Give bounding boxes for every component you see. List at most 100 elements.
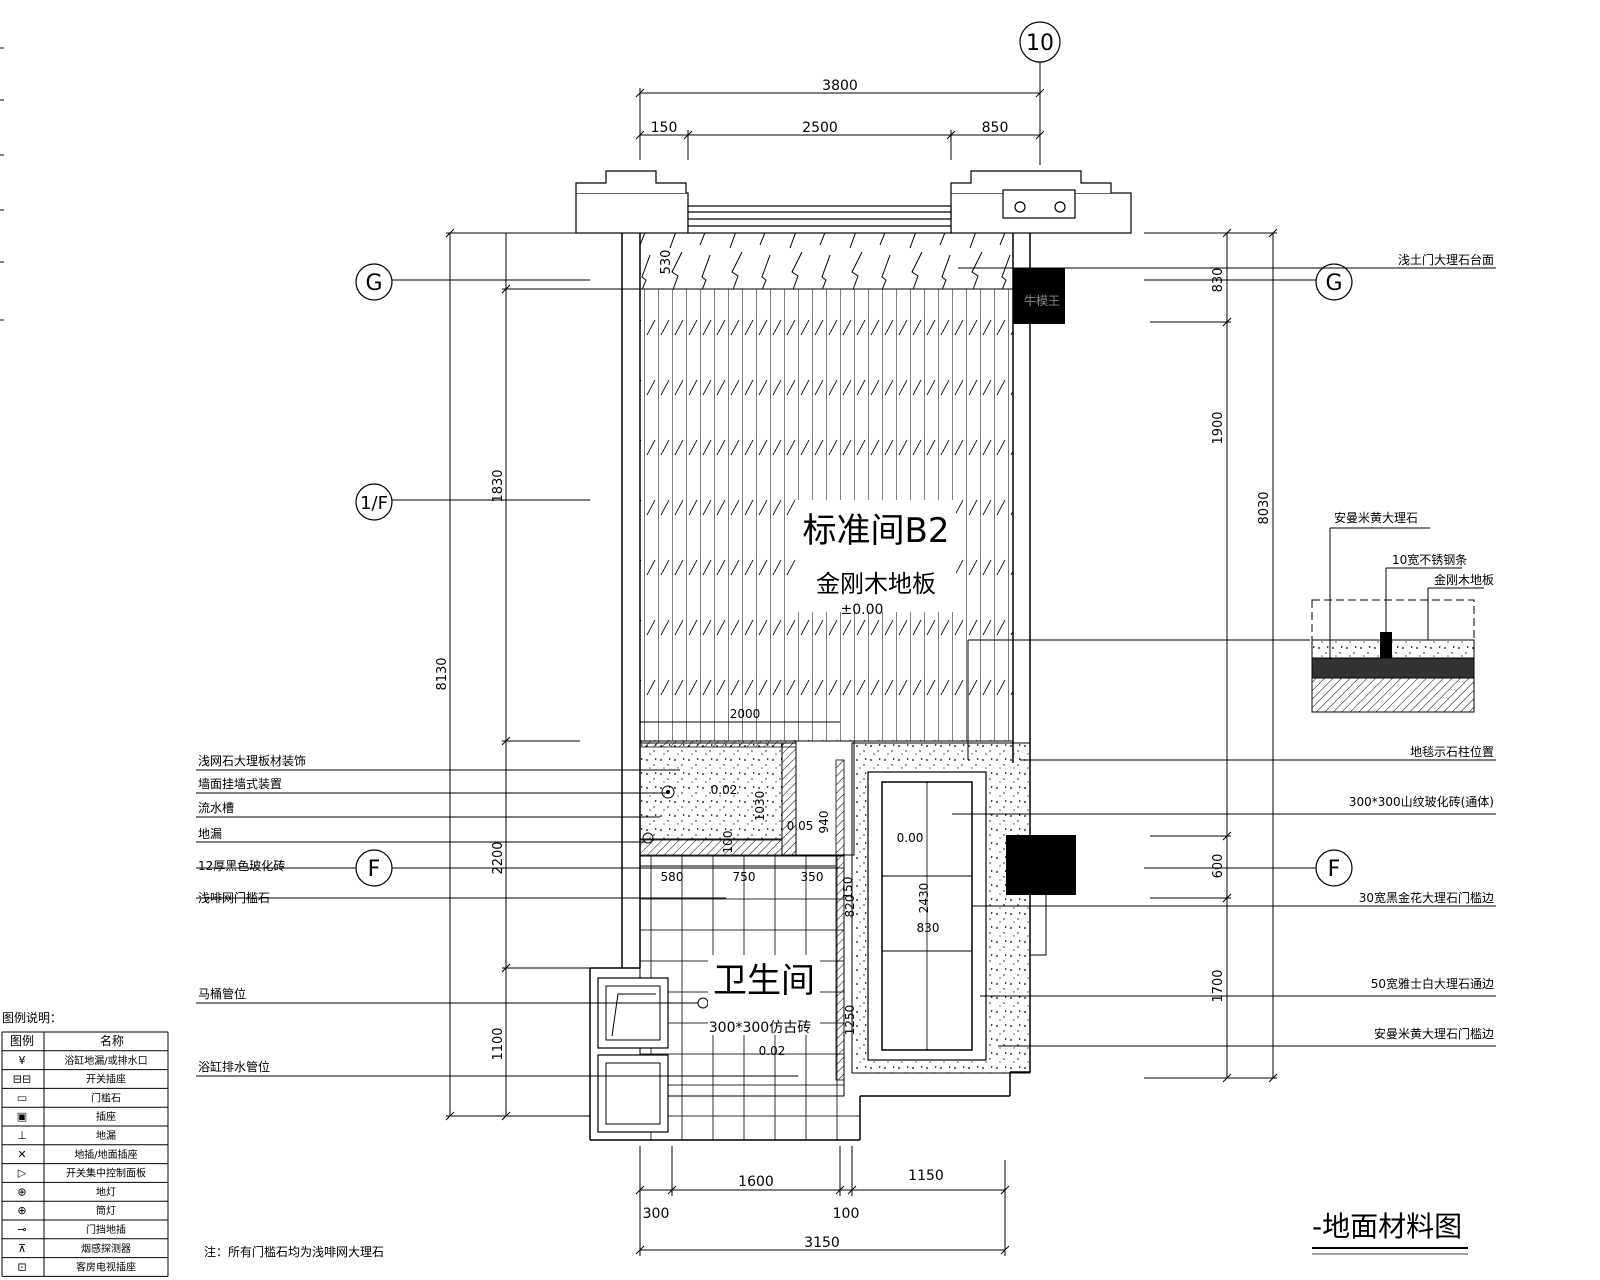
dim-left-c: 2200 — [491, 841, 506, 874]
threshold-icon: ▭ — [17, 1091, 27, 1104]
detail-label-b: 10宽不锈钢条 — [1392, 552, 1467, 567]
axis-10-label: 10 — [1026, 31, 1054, 56]
wash-level: 0.02 — [711, 783, 738, 797]
detail-label-c: 金刚木地板 — [1434, 572, 1494, 587]
socket-icon: ▣ — [17, 1110, 27, 1123]
axis-f-left: F — [355, 849, 393, 887]
dim-inner-830: 830 — [917, 921, 940, 935]
dim-right-total: 8030 — [1257, 491, 1272, 524]
lamp-icon: ⊕ — [17, 1204, 26, 1217]
room-main-level: ±0.00 — [841, 602, 884, 618]
door-stop-icon: ⊸ — [17, 1223, 26, 1236]
detail-label-a: 安曼米黄大理石 — [1334, 510, 1418, 525]
legend-item-name: 烟感探测器 — [81, 1242, 131, 1255]
room-main-floor: 金刚木地板 — [816, 570, 936, 598]
dim-inner-750: 750 — [733, 870, 756, 884]
window-sill-marble — [639, 232, 1014, 290]
dim-top-c: 850 — [982, 120, 1009, 136]
right-callout-lines — [952, 267, 1496, 1047]
callout-right-6: 安曼米黄大理石门槛边 — [1374, 1026, 1494, 1041]
axis-g-left: G — [355, 263, 590, 301]
callout-right-2: 地毯示石柱位置 — [1410, 744, 1494, 759]
dim-left-b: 1830 — [491, 469, 506, 502]
dim-left-total: 8130 — [435, 657, 450, 690]
dim-inner-580: 580 — [661, 870, 684, 884]
legend-item-name: 地插/地面插座 — [74, 1148, 137, 1161]
bottom-dimensions — [635, 1146, 1010, 1256]
callout-left-7: 马桶管位 — [198, 986, 246, 1001]
drain-icon: ⊥ — [17, 1129, 27, 1142]
dim-inner-1250: 1250 — [843, 1005, 857, 1036]
smoke-detector-icon: ⊼ — [18, 1242, 26, 1255]
dim-top-a: 150 — [651, 120, 678, 136]
axis-f-right: F — [1144, 849, 1353, 887]
dim-inner-150: 150 — [841, 877, 855, 900]
room-main-name: 标准间B2 — [803, 511, 950, 551]
callout-left-4: 地漏 — [198, 827, 222, 841]
dim-inner-100: 100 — [721, 831, 735, 854]
legend-item-name: 浴缸地漏/或排水口 — [64, 1054, 147, 1067]
callout-right-5: 50宽雅士白大理石通边 — [1371, 976, 1494, 991]
threshold-detail — [1311, 527, 1484, 713]
callout-right-3: 300*300山纹玻化砖(通体) — [1349, 794, 1494, 809]
window-facade — [575, 170, 1132, 234]
legend-item-name: 门挡地插 — [86, 1223, 126, 1236]
dim-bottom-total: 3150 — [804, 1235, 840, 1251]
axis-f-right-label: F — [1328, 857, 1341, 882]
legend-title: 图例说明： — [2, 1010, 62, 1025]
legend-header-name: 名称 — [100, 1033, 124, 1048]
dim-inner-2430: 2430 — [917, 883, 931, 914]
callout-left-8: 浴缸排水管位 — [198, 1059, 270, 1074]
callout-left-2: 墙面挂墙式装置 — [198, 777, 282, 791]
dim-inner-820: 820 — [843, 895, 857, 918]
legend: 图例说明： 图例 名称 ¥浴缸地漏/或排水口⊟⊟开关插座▭门槛石▣插座⊥地漏✕地… — [1, 1010, 169, 1277]
top-dimensions — [635, 88, 1045, 160]
callout-right-1: 浅土门大理石台面 — [1398, 252, 1494, 267]
right-dimensions — [1144, 228, 1278, 1083]
legend-item-name: 客房电视插座 — [76, 1261, 136, 1274]
column-top — [1013, 268, 1065, 324]
dim-right-c: 600 — [1211, 854, 1226, 879]
dim-inner-2000: 2000 — [730, 707, 761, 721]
axis-f-half: 1/F — [355, 483, 590, 521]
left-callout-lines — [196, 769, 838, 1077]
room-bath-floor: 300*300仿古砖 — [709, 1020, 811, 1036]
callout-left-1: 浅网石大理板材装饰 — [198, 754, 306, 768]
panel-icon: ▷ — [18, 1167, 27, 1180]
bath-level: 0.02 — [759, 1044, 786, 1058]
drawing-title: -地面材料图 — [1312, 1210, 1462, 1243]
left-dimensions — [445, 228, 640, 1121]
drawing-note: 注：所有门槛石均为浅啡网大理石 — [204, 1244, 384, 1259]
floor-drain-icon: ¥ — [19, 1054, 26, 1067]
legend-item-name: 插座 — [96, 1110, 116, 1123]
margin-ticks — [0, 47, 4, 321]
toilet — [597, 977, 669, 1049]
axis-10: 10 — [1019, 21, 1061, 165]
floor-socket-icon: ✕ — [17, 1148, 26, 1161]
callout-right-4: 30宽黑金花大理石门槛边 — [1359, 890, 1494, 905]
watermark: 牛模王 — [1024, 293, 1060, 308]
legend-header-icon: 图例 — [10, 1034, 34, 1048]
callout-left-6: 浅啡网门槛石 — [198, 890, 270, 905]
dim-left-d: 1100 — [491, 1027, 506, 1060]
dim-left-a: 530 — [659, 250, 674, 275]
callout-left-5: 12厚黑色玻化砖 — [198, 858, 285, 873]
axis-f-half-label: 1/F — [360, 493, 388, 514]
dim-top-b: 2500 — [802, 120, 838, 136]
callout-left-3: 流水槽 — [198, 801, 234, 815]
legend-item-name: 门槛石 — [91, 1091, 121, 1104]
tv-icon: ⊡ — [17, 1261, 26, 1274]
axis-g-right-label: G — [1325, 271, 1342, 296]
legend-item-name: 筒灯 — [96, 1204, 116, 1217]
dim-bottom-d: 1150 — [908, 1168, 944, 1184]
legend-item-name: 开关插座 — [86, 1073, 126, 1086]
dim-right-a: 830 — [1211, 268, 1226, 293]
dim-right-d: 1700 — [1211, 969, 1226, 1002]
dim-bottom-b: 1600 — [738, 1174, 774, 1190]
dim-inner-1030: 1030 — [753, 791, 767, 822]
double-outlet-icon: ⊟⊟ — [13, 1073, 31, 1086]
axis-f-left-label: F — [368, 857, 381, 882]
dim-inner-940: 940 — [817, 811, 831, 834]
dim-bottom-a: 300 — [643, 1206, 670, 1222]
